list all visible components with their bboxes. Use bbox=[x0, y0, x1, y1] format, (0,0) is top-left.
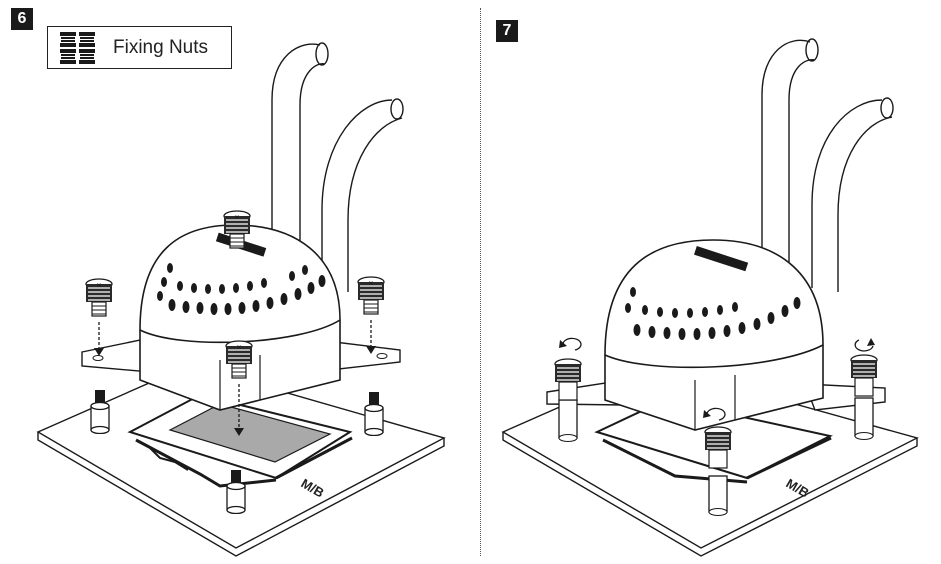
step-6-badge: 6 bbox=[11, 8, 33, 30]
cooler-tubes-7 bbox=[761, 38, 894, 292]
tightened-nut-left bbox=[554, 358, 582, 401]
standoff-post-right bbox=[364, 392, 384, 436]
fixing-nuts-label: Fixing Nuts bbox=[113, 36, 209, 58]
step-7-badge: 7 bbox=[496, 20, 518, 42]
step-7-illustration: M/B bbox=[501, 38, 919, 557]
tightened-nut-right bbox=[850, 354, 878, 397]
fixing-nut-left bbox=[85, 278, 113, 317]
rotation-arrow-icon bbox=[562, 337, 874, 421]
fixing-nuts-icon bbox=[60, 31, 95, 64]
pump-block bbox=[139, 224, 341, 411]
cpu-socket bbox=[127, 393, 353, 488]
step-divider bbox=[480, 8, 481, 556]
standoff-post-left bbox=[90, 390, 110, 434]
step-6-illustration: ✕ bbox=[36, 42, 446, 557]
fixing-nut-right bbox=[357, 276, 385, 315]
tightened-nut-front bbox=[704, 426, 732, 469]
fixing-nuts-legend: Fixing Nuts bbox=[47, 26, 232, 69]
cooler-tubes bbox=[271, 42, 404, 292]
pump-block-7 bbox=[604, 239, 824, 431]
